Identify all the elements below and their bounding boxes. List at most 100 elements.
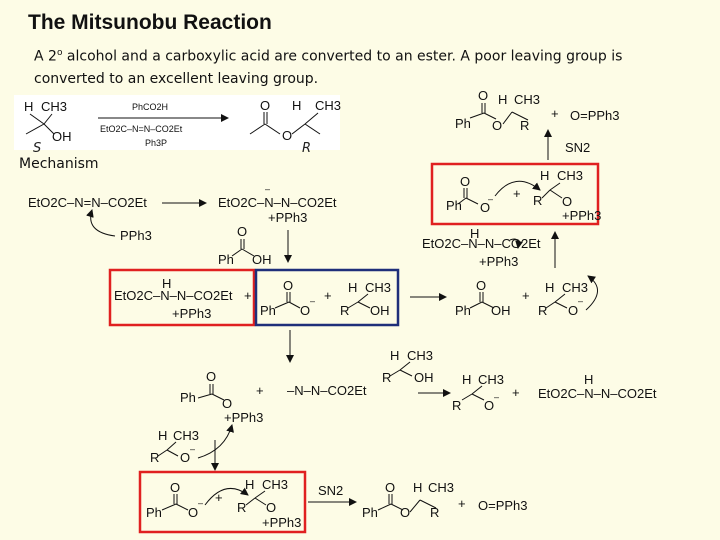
svg-text:R: R — [430, 505, 439, 520]
svg-text:H: H — [462, 372, 471, 387]
carboxylate-oxyphosphonium-bottom: O Ph O – + H CH3 R O +PPh3 — [146, 477, 301, 530]
hydrazine-product: H EtO2C–N–N–CO2Et — [538, 372, 657, 401]
mechanism-heading: Mechanism — [19, 156, 99, 172]
svg-text:O: O — [562, 194, 572, 209]
svg-text:EtO2C–N–N–CO2Et: EtO2C–N–N–CO2Et — [218, 195, 337, 210]
svg-text:EtO2C–N=N–CO2Et: EtO2C–N=N–CO2Et — [28, 195, 147, 210]
alkoxide-right: H CH3 R O – — [538, 275, 598, 318]
svg-text:CH3: CH3 — [41, 99, 67, 114]
svg-text:CH3: CH3 — [262, 477, 288, 492]
svg-text:H: H — [292, 98, 301, 113]
svg-text:R: R — [533, 193, 542, 208]
hydrazine-anion-label: –N–N–CO2Et — [287, 383, 367, 398]
svg-text:O: O — [206, 369, 216, 384]
page-title: The Mitsunobu Reaction — [28, 11, 272, 34]
svg-text:Ph: Ph — [362, 505, 378, 520]
svg-text:Ph: Ph — [455, 116, 471, 131]
svg-text:O: O — [385, 480, 395, 495]
svg-text:O: O — [484, 398, 494, 413]
svg-text:R: R — [520, 118, 529, 133]
svg-text:O: O — [476, 278, 486, 293]
plus-sign-blue: + — [324, 288, 332, 303]
svg-text:R: R — [538, 303, 547, 318]
svg-text:–: – — [190, 444, 195, 454]
final-products-top: O Ph O H CH3 R + O=PPh3 — [455, 88, 620, 133]
svg-text:Ph: Ph — [455, 303, 471, 318]
svg-text:H: H — [470, 226, 479, 241]
svg-text:+: + — [215, 490, 223, 505]
svg-text:O: O — [237, 224, 247, 239]
svg-text:O: O — [222, 396, 232, 411]
svg-text:OH: OH — [52, 129, 72, 144]
svg-text:OH: OH — [414, 370, 434, 385]
svg-text:H: H — [390, 348, 399, 363]
svg-text:–: – — [198, 498, 203, 508]
blue-box-ion-pair — [254, 268, 400, 327]
svg-text:EtO2C–N–N–CO2Et: EtO2C–N–N–CO2Et — [114, 288, 233, 303]
plus-sign-right: + — [522, 288, 530, 303]
overview-alcohol: H CH3 OH — [24, 99, 72, 144]
svg-text:H: H — [545, 280, 554, 295]
red-box-betaine — [108, 268, 256, 327]
betaine-intermediate: – EtO2C–N–N–CO2Et +PPh3 — [218, 184, 337, 225]
sn2-label-bottom: SN2 — [318, 483, 343, 498]
svg-text:O: O — [170, 480, 180, 495]
overview-reagent-phosphine: Ph3P — [145, 138, 167, 148]
svg-text:R: R — [237, 500, 246, 515]
sn2-label-top: SN2 — [565, 140, 590, 155]
svg-text:+: + — [513, 186, 521, 201]
secondary-alcohol: H CH3 R OH — [340, 280, 391, 318]
svg-text:CH3: CH3 — [428, 480, 454, 495]
dead-reagent: EtO2C–N=N–CO2Et — [28, 195, 147, 210]
plus-sign-row3b: + — [512, 385, 520, 400]
svg-text:Ph: Ph — [180, 390, 196, 405]
overview-reagent-dead: EtO2C–N=N–CO2Et — [100, 124, 183, 134]
svg-text:EtO2C–N–N–CO2Et: EtO2C–N–N–CO2Et — [538, 386, 657, 401]
curved-arrow-pph3 — [86, 209, 116, 237]
carboxylate-anion: O Ph O – — [260, 278, 315, 318]
svg-text:O: O — [492, 118, 502, 133]
svg-text:O: O — [283, 278, 293, 293]
svg-text:H: H — [348, 280, 357, 295]
svg-text:+PPh3: +PPh3 — [479, 254, 518, 269]
alkoxide-row3: H CH3 R O – — [452, 372, 504, 413]
svg-text:+PPh3: +PPh3 — [562, 208, 601, 223]
deprotonation-intermediate: H EtO2C–N–N–CO2Et +PPh3 — [422, 226, 541, 269]
carboxylate-oxyphosphonium-top: O Ph O – + H CH3 R O +PPh3 — [446, 168, 601, 223]
svg-text:R: R — [340, 303, 349, 318]
svg-text:CH3: CH3 — [557, 168, 583, 183]
protonated-betaine: H EtO2C–N–N–CO2Et +PPh3 — [114, 276, 233, 321]
svg-text:CH3: CH3 — [407, 348, 433, 363]
svg-text:OH: OH — [491, 303, 511, 318]
svg-text:CH3: CH3 — [173, 428, 199, 443]
svg-text:H: H — [498, 92, 507, 107]
svg-text:+: + — [551, 106, 559, 121]
svg-text:CH3: CH3 — [478, 372, 504, 387]
svg-text:R: R — [452, 398, 461, 413]
acyloxyphosphonium: O Ph O +PPh3 — [180, 369, 263, 425]
svg-text:–: – — [265, 184, 270, 194]
svg-text:OH: OH — [252, 252, 272, 267]
svg-text:R: R — [382, 370, 391, 385]
svg-text:–: – — [488, 194, 493, 204]
svg-text:O: O — [282, 128, 292, 143]
svg-text:+PPh3: +PPh3 — [262, 515, 301, 530]
svg-text:CH3: CH3 — [562, 280, 588, 295]
benzoic-acid: O Ph OH — [218, 224, 272, 267]
svg-text:–: – — [578, 296, 583, 306]
pph3-reagent: PPh3 — [120, 228, 152, 243]
svg-text:–: – — [310, 296, 315, 306]
alkoxide-attack: H CH3 R O – — [150, 424, 234, 465]
svg-text:O: O — [188, 505, 198, 520]
svg-text:O: O — [460, 174, 470, 189]
stereo-label-s: S — [33, 141, 42, 156]
svg-text:H: H — [584, 372, 593, 387]
red-box-sn2-top — [430, 162, 600, 226]
benzoic-acid-right: O Ph OH — [455, 278, 511, 318]
svg-text:CH3: CH3 — [315, 98, 341, 113]
svg-text:+PPh3: +PPh3 — [224, 410, 263, 425]
svg-text:H: H — [413, 480, 422, 495]
overview-reagent-acid: PhCO2H — [132, 102, 168, 112]
svg-text:Ph: Ph — [446, 198, 462, 213]
